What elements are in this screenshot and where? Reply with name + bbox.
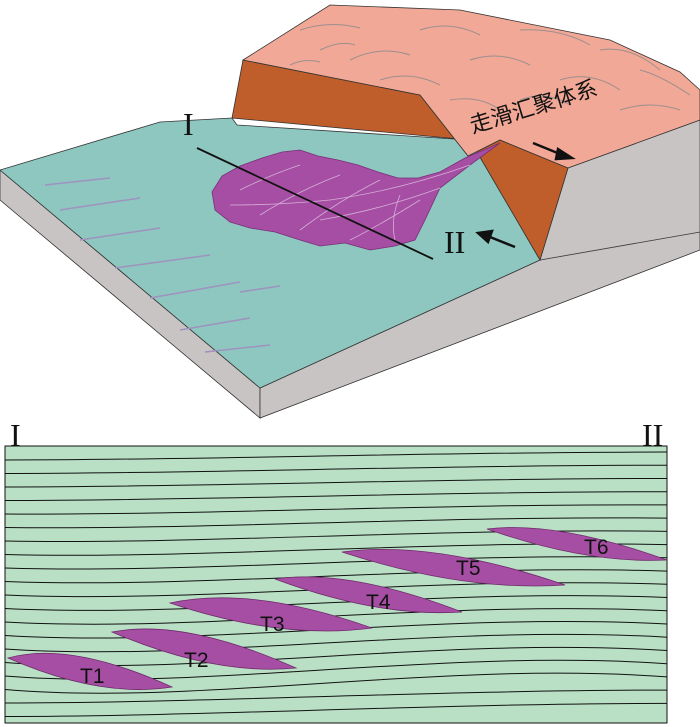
stratum-line (4, 569, 668, 584)
fan-channels (229, 164, 471, 241)
block-diagram (0, 4, 700, 419)
sand-body-t6 (486, 527, 668, 561)
block-section-end-label: II (444, 224, 466, 260)
unit-label-t4: T4 (366, 591, 391, 614)
stratum-line (4, 689, 668, 704)
stratum-line (4, 517, 668, 529)
sand-body-t3 (168, 597, 373, 632)
sand-bodies (6, 527, 668, 690)
unit-label-t3: T3 (260, 613, 285, 636)
cross-section (4, 445, 668, 724)
section-line (196, 147, 434, 260)
stratum-line (4, 451, 668, 461)
stratum-line (4, 702, 668, 717)
block-section-start-label: I (183, 106, 194, 142)
sand-body-t5 (341, 549, 566, 587)
unit-label-t5: T5 (456, 557, 481, 580)
stratum-line (4, 464, 668, 474)
sand-body-t1 (6, 652, 174, 690)
upland-texture (289, 24, 691, 111)
unit-label-t1: T1 (80, 665, 105, 688)
stratum-line (4, 504, 668, 515)
section-start-label: I (10, 417, 21, 453)
stratum-line (4, 556, 668, 570)
stratum-line (4, 530, 668, 542)
stratum-line (4, 672, 668, 694)
section-end-label: II (642, 417, 664, 453)
stratum-line (4, 595, 668, 611)
right-lateral-arrow (532, 141, 576, 161)
basin-texture (44, 177, 281, 353)
upland-surface (241, 4, 700, 169)
unit-label-t2: T2 (184, 649, 209, 672)
stratum-line (4, 633, 668, 653)
left-lateral-arrow (475, 229, 516, 249)
stratum-line (4, 491, 668, 501)
stratum-line (4, 478, 668, 488)
sand-body-t4 (274, 576, 463, 614)
sand-body-t2 (110, 628, 298, 670)
unit-label-t6: T6 (584, 536, 609, 559)
